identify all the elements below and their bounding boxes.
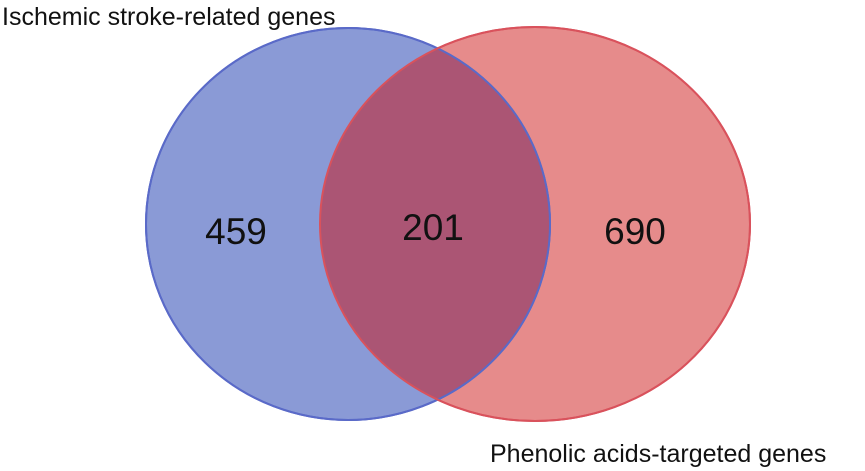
left-set-title: Ischemic stroke-related genes [2, 3, 335, 31]
left-set-outline [145, 27, 551, 421]
right-set-title: Phenolic acids-targeted genes [490, 440, 826, 468]
right-set-outline [319, 26, 751, 422]
right-only-count: 690 [604, 211, 666, 252]
intersection-count: 201 [402, 207, 464, 248]
intersection-region [320, 28, 550, 420]
left-only-count: 459 [205, 211, 267, 252]
